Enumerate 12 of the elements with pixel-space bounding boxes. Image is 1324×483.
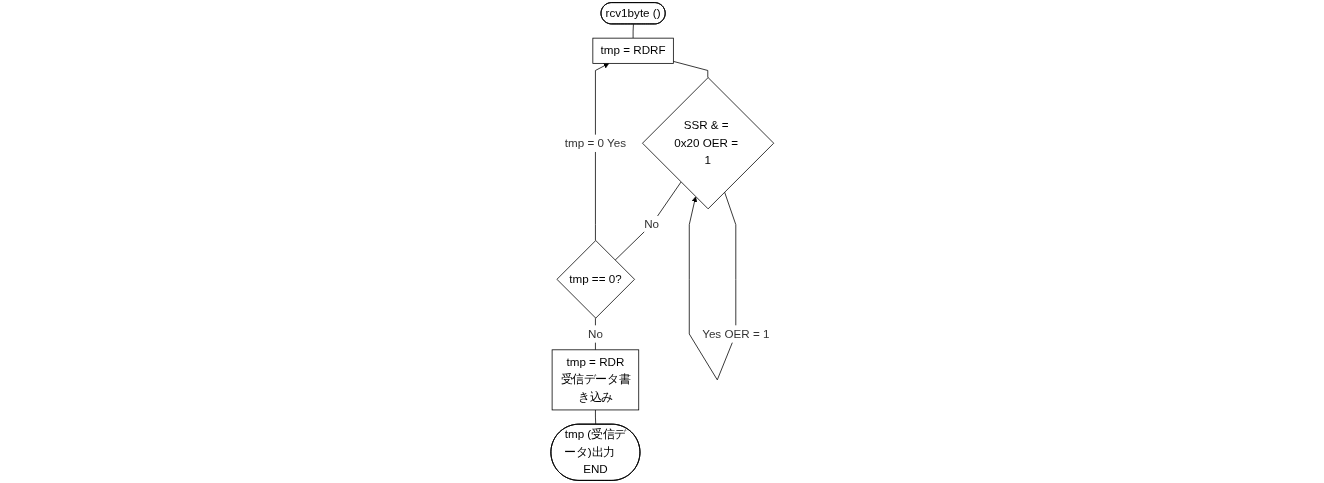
connector bbox=[594, 409, 596, 425]
edge-label: No bbox=[643, 217, 659, 231]
connector bbox=[672, 61, 708, 78]
connector bbox=[632, 23, 634, 39]
node-diamond: tmp == 0? bbox=[556, 240, 635, 319]
node-box: tmp = RDRF bbox=[592, 37, 674, 64]
node-diamond: SSR & = 0x20 OER = 1 bbox=[641, 77, 774, 210]
connector bbox=[614, 181, 682, 261]
edge-label: tmp = 0 Yes bbox=[564, 136, 626, 150]
node-box: tmp = RDR 受信データ書き込み bbox=[551, 349, 639, 411]
edge-label: No bbox=[587, 327, 603, 341]
edge-label: Yes OER = 1 bbox=[701, 327, 770, 341]
